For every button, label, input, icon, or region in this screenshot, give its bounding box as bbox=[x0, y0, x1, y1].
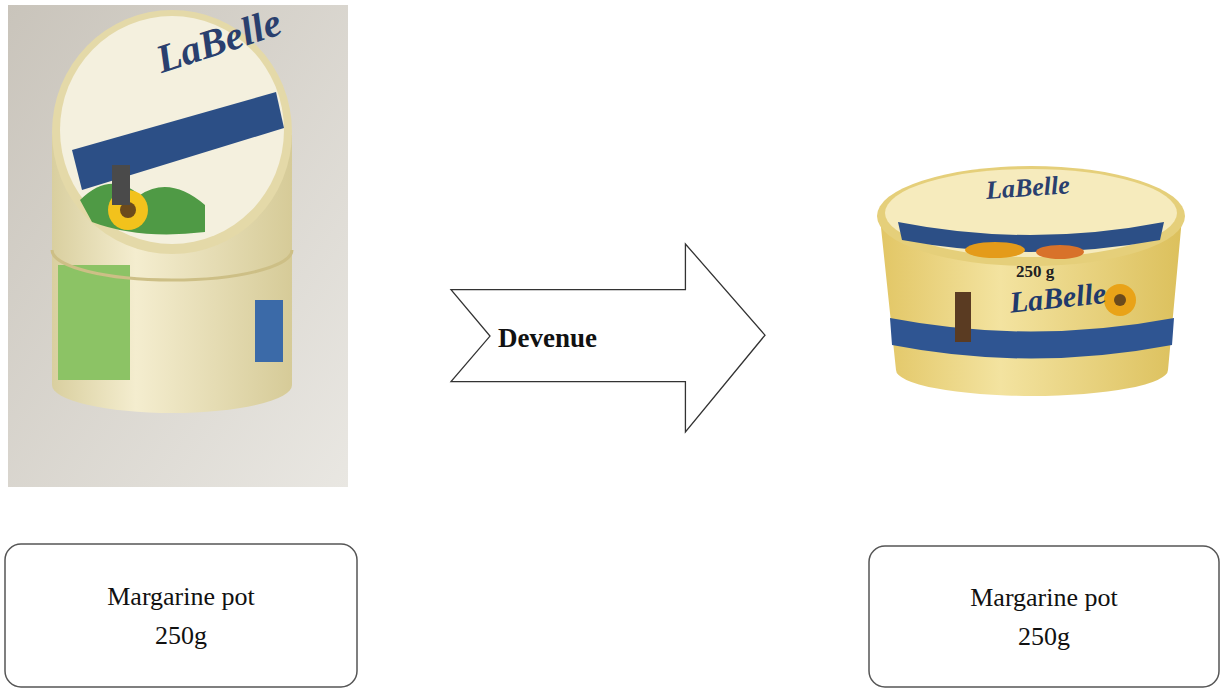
caption-box: Margarine pot 250g bbox=[868, 545, 1220, 688]
arrow-outline-path bbox=[451, 244, 765, 432]
box-outline-rect bbox=[5, 544, 357, 687]
caption-box: Margarine pot 250g bbox=[4, 543, 358, 688]
brand-name: LaBelle bbox=[150, 0, 287, 83]
arrow-outline bbox=[450, 243, 766, 433]
arrow-label: Devenue bbox=[498, 318, 597, 359]
flat-tub-photo bbox=[877, 166, 1185, 396]
brand-name: LaBelle bbox=[1008, 276, 1108, 320]
box-label: Margarine pot 250g bbox=[86, 577, 276, 655]
arrow-shape: Devenue bbox=[450, 243, 766, 433]
weight-label: 250 g bbox=[1016, 262, 1054, 282]
box-outline-rect bbox=[869, 546, 1219, 687]
box-outline bbox=[868, 545, 1220, 688]
box-label: Margarine pot 250g bbox=[949, 578, 1139, 656]
brand-name: LaBelle bbox=[985, 170, 1071, 206]
box-outline bbox=[4, 543, 358, 688]
